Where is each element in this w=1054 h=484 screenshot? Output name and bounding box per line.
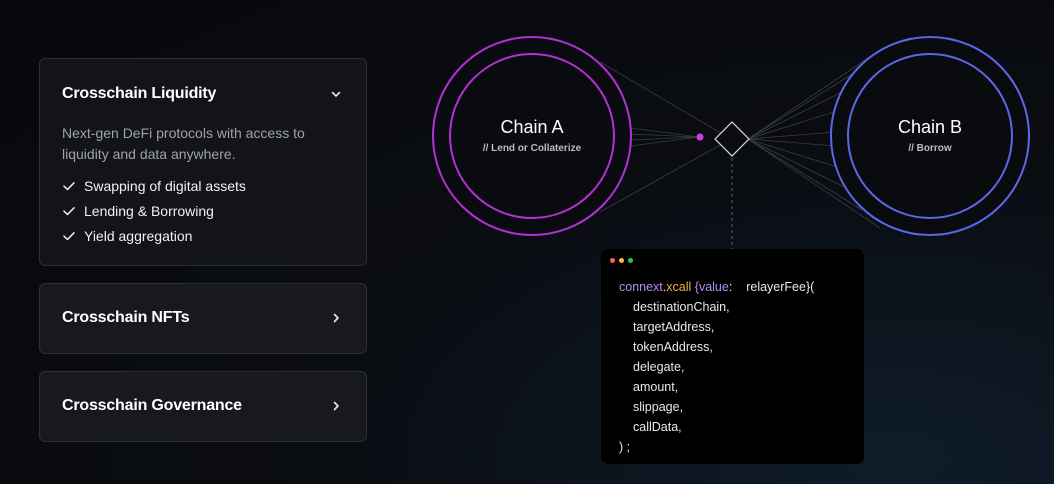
check-icon (63, 206, 75, 215)
chain-b-outer-ring (830, 36, 1030, 236)
feature-label: Lending & Borrowing (84, 202, 214, 219)
check-icon (63, 231, 75, 240)
code-line-param: tokenAddress, (633, 340, 713, 354)
chain-b-inner-ring (847, 53, 1013, 219)
chain-b-label: Chain B // Borrow (830, 117, 1030, 154)
accordion-description: Next-gen DeFi protocols with access to l… (62, 125, 305, 162)
code-line-param: amount, (633, 380, 679, 394)
code-line-param: slippage, (633, 400, 684, 414)
code-window: connext.xcall {value: relayerFee}( desti… (601, 249, 864, 464)
accordion-header-crosschain-nfts[interactable]: Crosschain NFTs (62, 309, 344, 327)
code-line-param: destinationChain, (633, 300, 730, 314)
close-dot-icon (610, 258, 615, 263)
maximize-dot-icon (628, 258, 633, 263)
chain-a-label: Chain A // Lend or Collaterize (432, 117, 632, 154)
connector-lines (599, 49, 881, 229)
code-line-param: callData, (633, 420, 682, 434)
chain-a-output-node (696, 133, 704, 141)
code-line-param: targetAddress, (633, 320, 715, 334)
accordion-crosschain-nfts[interactable]: Crosschain NFTs (39, 283, 367, 354)
chevron-right-icon[interactable] (328, 310, 344, 326)
chevron-right-icon[interactable] (328, 398, 344, 414)
chain-a-name: Chain A (500, 117, 564, 137)
list-item: Lending & Borrowing (62, 198, 246, 223)
code-line-call: connext.xcall {value: relayerFee}( (619, 280, 815, 294)
accordion-title: Crosschain Liquidity (62, 85, 217, 102)
accordion-crosschain-governance[interactable]: Crosschain Governance (39, 371, 367, 442)
check-icon (63, 181, 75, 190)
code-line-param: delegate, (633, 360, 685, 374)
accordion-crosschain-liquidity: Crosschain Liquidity Next-gen DeFi proto… (39, 58, 367, 266)
accordion-title: Crosschain NFTs (62, 309, 190, 326)
feature-label: Swapping of digital assets (84, 177, 246, 194)
chain-a-subtitle: // Lend or Collaterize (482, 143, 582, 154)
accordion-header-crosschain-liquidity[interactable]: Crosschain Liquidity (62, 85, 344, 103)
chevron-down-icon[interactable] (328, 86, 344, 102)
feature-label: Yield aggregation (84, 227, 193, 244)
code-line-closing: ) ; (619, 440, 631, 454)
chain-b-name: Chain B (897, 117, 963, 137)
chain-a-inner-ring (449, 53, 615, 219)
accordion-title: Crosschain Governance (62, 397, 242, 414)
chain-b-subtitle: // Borrow (908, 143, 952, 154)
list-item: Swapping of digital assets (62, 173, 246, 198)
code-block: connext.xcall {value: relayerFee}( desti… (619, 277, 814, 457)
accordion-header-crosschain-governance[interactable]: Crosschain Governance (62, 397, 344, 415)
chain-a-outer-ring (432, 36, 632, 236)
feature-list: Swapping of digital assets Lending & Bor… (62, 173, 246, 248)
window-controls (610, 258, 633, 263)
bridge-diamond-icon (714, 121, 750, 157)
minimize-dot-icon (619, 258, 624, 263)
list-item: Yield aggregation (62, 223, 246, 248)
